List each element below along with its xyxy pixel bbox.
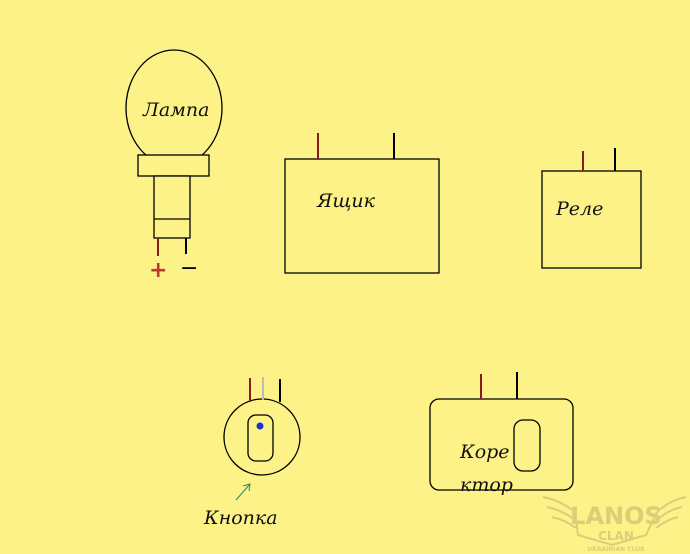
watermark: LANOS CLAN UKRAINIAN CLUB [542, 496, 687, 553]
lamp-base [153, 175, 191, 239]
wings-logo-icon [542, 496, 687, 547]
relay-label: Реле [555, 198, 603, 220]
corrector: Коре ктор [429, 372, 574, 496]
watermark-line2: CLAN [598, 529, 634, 543]
box: Ящик [284, 133, 440, 274]
lamp-collar [137, 154, 210, 177]
relay-body [541, 170, 642, 269]
box-label: Ящик [316, 190, 376, 212]
button-label: Кнопка [203, 507, 278, 529]
pointer-arrow [235, 483, 251, 501]
lamp: Лампа + − [125, 49, 223, 283]
watermark-line3: UKRAINIAN CLUB [587, 546, 645, 553]
plus-sign: + [149, 258, 167, 283]
relay: Реле [541, 148, 642, 269]
lamp-label: Лампа [142, 99, 210, 121]
button-rocker [247, 414, 274, 462]
button: Кнопка [203, 377, 301, 529]
minus-sign: − [180, 256, 198, 281]
box-body [284, 158, 440, 274]
watermark-brand: LANOS [570, 502, 662, 530]
corrector-label-line1: Коре [459, 441, 510, 463]
corrector-label-line2: ктор [460, 474, 513, 496]
corrector-knob [513, 419, 541, 472]
button-indicator-dot [256, 422, 264, 430]
